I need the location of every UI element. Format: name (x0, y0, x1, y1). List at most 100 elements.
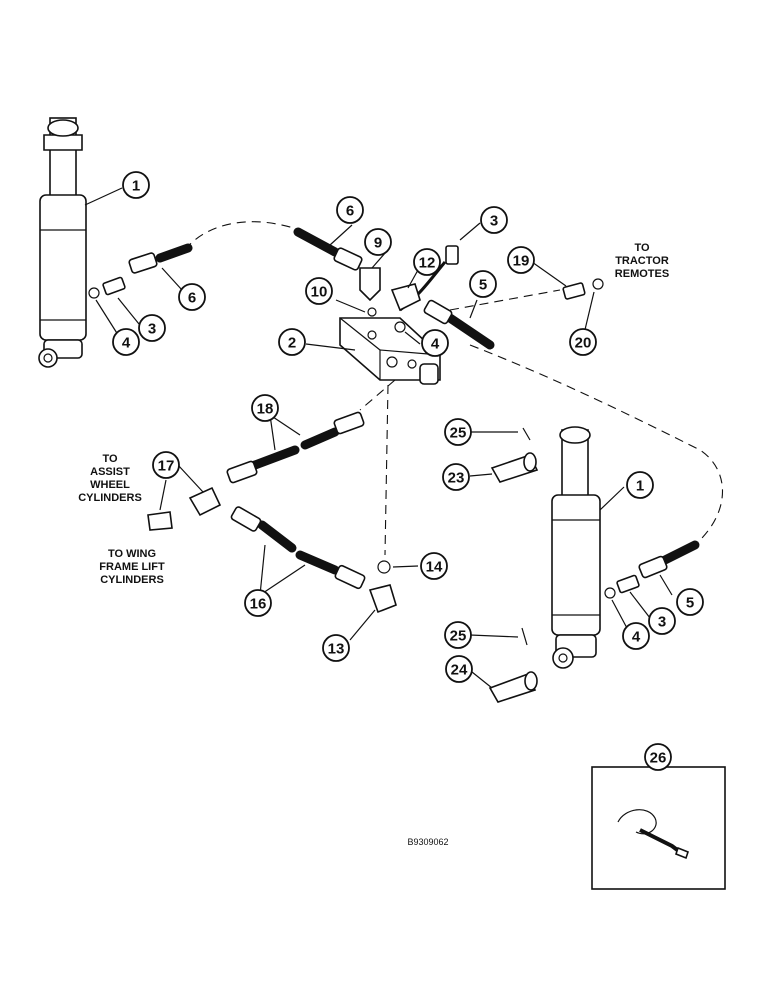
callout-number: 12 (419, 255, 436, 272)
callout-circle (622, 622, 650, 650)
callout-circle (244, 589, 272, 617)
callout-number: 13 (328, 641, 345, 658)
callout-c3c: 3 (648, 607, 676, 635)
callout-number: 2 (288, 335, 296, 352)
callout-circle (507, 246, 535, 274)
callout-circle (569, 328, 597, 356)
callout-number: 1 (132, 178, 140, 195)
callout-c14: 14 (420, 552, 448, 580)
assist-wheel-note: TO ASSIST WHEEL CYLINDERS (78, 453, 142, 504)
callout-number: 3 (148, 321, 156, 338)
callout-number: 25 (450, 425, 467, 442)
callout-circle (469, 270, 497, 298)
callout-c25a: 25 (444, 418, 472, 446)
figure-id: B9309062 (407, 837, 448, 847)
callout-number: 14 (426, 559, 443, 576)
callout-number: 6 (188, 290, 196, 307)
callout-c17: 17 (152, 451, 180, 479)
note-line: WHEEL (90, 479, 130, 491)
callout-number: 3 (658, 614, 666, 631)
callout-circle (444, 418, 472, 446)
callout-c5b: 5 (676, 588, 704, 616)
callout-c26: 26 (644, 743, 672, 771)
callout-c4c: 4 (622, 622, 650, 650)
callout-circle (644, 743, 672, 771)
callout-number: 24 (451, 662, 468, 679)
callout-number: 23 (448, 470, 465, 487)
callout-c1b: 1 (626, 471, 654, 499)
callout-number: 19 (513, 253, 530, 270)
callout-circle (676, 588, 704, 616)
callout-number: 4 (431, 336, 440, 353)
note-line: FRAME LIFT (99, 561, 165, 573)
callout-circle (413, 248, 441, 276)
callout-c6b: 6 (178, 283, 206, 311)
callout-c24: 24 (445, 655, 473, 683)
callout-number: 18 (257, 401, 274, 418)
callout-circle (364, 228, 392, 256)
hoses (128, 227, 700, 590)
callout-circle (421, 329, 449, 357)
note-line: CYLINDERS (78, 492, 142, 504)
callout-circle (138, 314, 166, 342)
callout-number: 6 (346, 203, 354, 220)
callout-circle (112, 328, 140, 356)
callout-c4b: 4 (421, 329, 449, 357)
callout-circle (336, 196, 364, 224)
note-line: TRACTOR (615, 255, 669, 267)
callout-number: 20 (575, 335, 592, 352)
callout-number: 25 (450, 628, 467, 645)
callout-number: 3 (490, 213, 498, 230)
callout-circle (152, 451, 180, 479)
callout-number: 5 (686, 595, 694, 612)
callout-circle (305, 277, 333, 305)
callout-c16: 16 (244, 589, 272, 617)
callout-number: 26 (650, 750, 667, 767)
callout-c18: 18 (251, 394, 279, 422)
callout-circle (445, 655, 473, 683)
callout-circle (648, 607, 676, 635)
callout-c6a: 6 (336, 196, 364, 224)
fittings (88, 245, 640, 703)
callout-c2: 2 (278, 328, 306, 356)
note-line: TO WING (108, 548, 156, 560)
callout-c10: 10 (305, 277, 333, 305)
note-line: ASSIST (90, 466, 130, 478)
callout-circle (480, 206, 508, 234)
wing-frame-note: TO WING FRAME LIFT CYLINDERS (99, 548, 165, 586)
inset-box (591, 762, 726, 890)
callout-number: 4 (122, 335, 131, 352)
callout-c3a: 3 (138, 314, 166, 342)
callout-number: 9 (374, 235, 382, 252)
callout-c3b: 3 (480, 206, 508, 234)
hose-routing-lines (184, 221, 723, 556)
callout-c4a: 4 (112, 328, 140, 356)
callout-c20: 20 (569, 328, 597, 356)
right-cylinder (551, 426, 601, 669)
callout-number: 10 (311, 284, 328, 301)
note-line: TO (634, 242, 650, 254)
callout-circle (278, 328, 306, 356)
note-line: REMOTES (615, 268, 669, 280)
callout-c12: 12 (413, 248, 441, 276)
note-line: TO (102, 453, 118, 465)
callout-circle (626, 471, 654, 499)
callout-number: 1 (636, 478, 644, 495)
callout-c13: 13 (322, 634, 350, 662)
callout-circle (442, 463, 470, 491)
leader-lines (84, 187, 673, 689)
note-line: CYLINDERS (100, 574, 164, 586)
callout-c1a: 1 (122, 171, 150, 199)
callout-circle (251, 394, 279, 422)
callout-number: 5 (479, 277, 487, 294)
callout-circle (178, 283, 206, 311)
callout-c5a: 5 (469, 270, 497, 298)
callout-c25b: 25 (444, 621, 472, 649)
callout-c23: 23 (442, 463, 470, 491)
callout-circle (122, 171, 150, 199)
callout-circle (322, 634, 350, 662)
tractor-remotes-note: TO TRACTOR REMOTES (615, 242, 669, 280)
valve-block (339, 317, 441, 385)
